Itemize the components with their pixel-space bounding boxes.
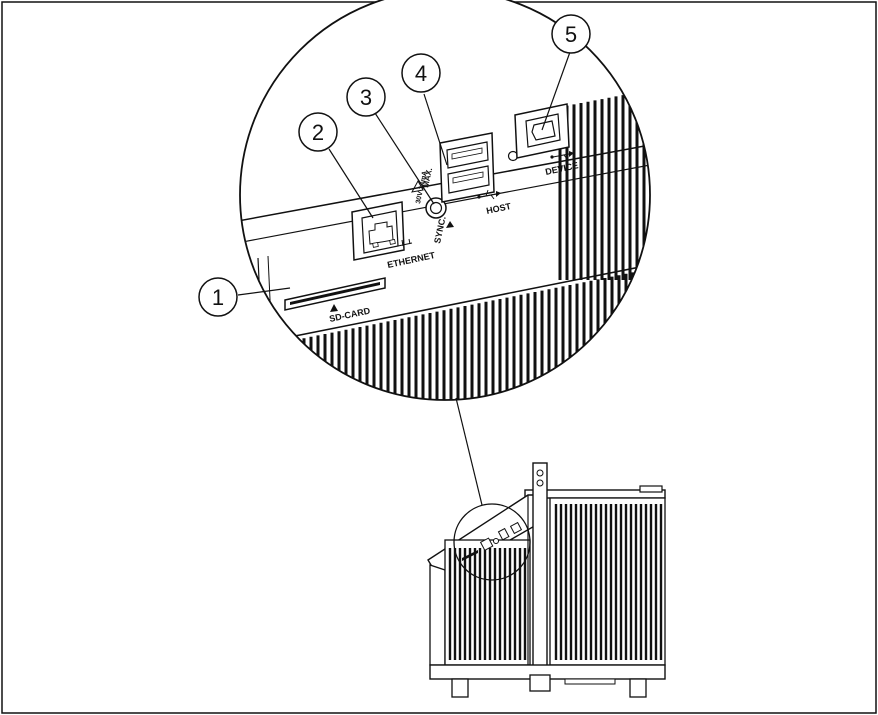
svg-text:4: 4 <box>415 61 427 86</box>
sd-card-slot: SD-CARD <box>284 277 386 324</box>
usb-icon <box>550 149 574 160</box>
network-icon <box>397 238 413 247</box>
usb-device-port: DEVICE <box>514 103 579 177</box>
magnifier-circle <box>239 0 651 401</box>
host-label: HOST <box>485 201 512 216</box>
leader-1 <box>237 287 291 296</box>
small-magnifier-circle <box>453 503 531 581</box>
callout-1: 1 <box>198 277 238 317</box>
usb-icon <box>477 189 501 200</box>
callout-4: 4 <box>401 53 441 93</box>
handle-column <box>532 462 548 676</box>
ethernet-port: ETHERNET <box>351 201 436 270</box>
svg-text:2: 2 <box>312 120 324 145</box>
leader-3 <box>374 112 435 205</box>
leader-2 <box>328 148 374 219</box>
callout-5: 5 <box>551 14 591 54</box>
magnifier-connector-line <box>455 397 483 506</box>
mini-connector-panel <box>462 521 523 561</box>
leader-4 <box>423 93 448 166</box>
usb-host-ports: HOST <box>439 132 519 216</box>
callout-2: 2 <box>298 112 338 152</box>
magnified-view: SD-CARD ETHERNET SYNC. MAX. <box>198 0 651 401</box>
sd-card-arrow-icon <box>330 304 338 312</box>
cooling-fins-magnified <box>260 269 649 400</box>
sync-arrow-icon <box>446 221 454 228</box>
svg-text:1: 1 <box>212 285 224 310</box>
leader-5 <box>541 51 571 131</box>
svg-text:5: 5 <box>565 22 577 47</box>
device-overview <box>427 462 666 698</box>
callout-3: 3 <box>346 77 386 117</box>
warning-max-label: MAX. <box>421 167 434 188</box>
warning-triangle-icon <box>411 179 424 193</box>
sync-label: SYNC. <box>432 215 448 244</box>
svg-text:3: 3 <box>360 85 372 110</box>
cooling-fins-right <box>558 89 650 280</box>
ethernet-label: ETHERNET <box>386 250 436 270</box>
